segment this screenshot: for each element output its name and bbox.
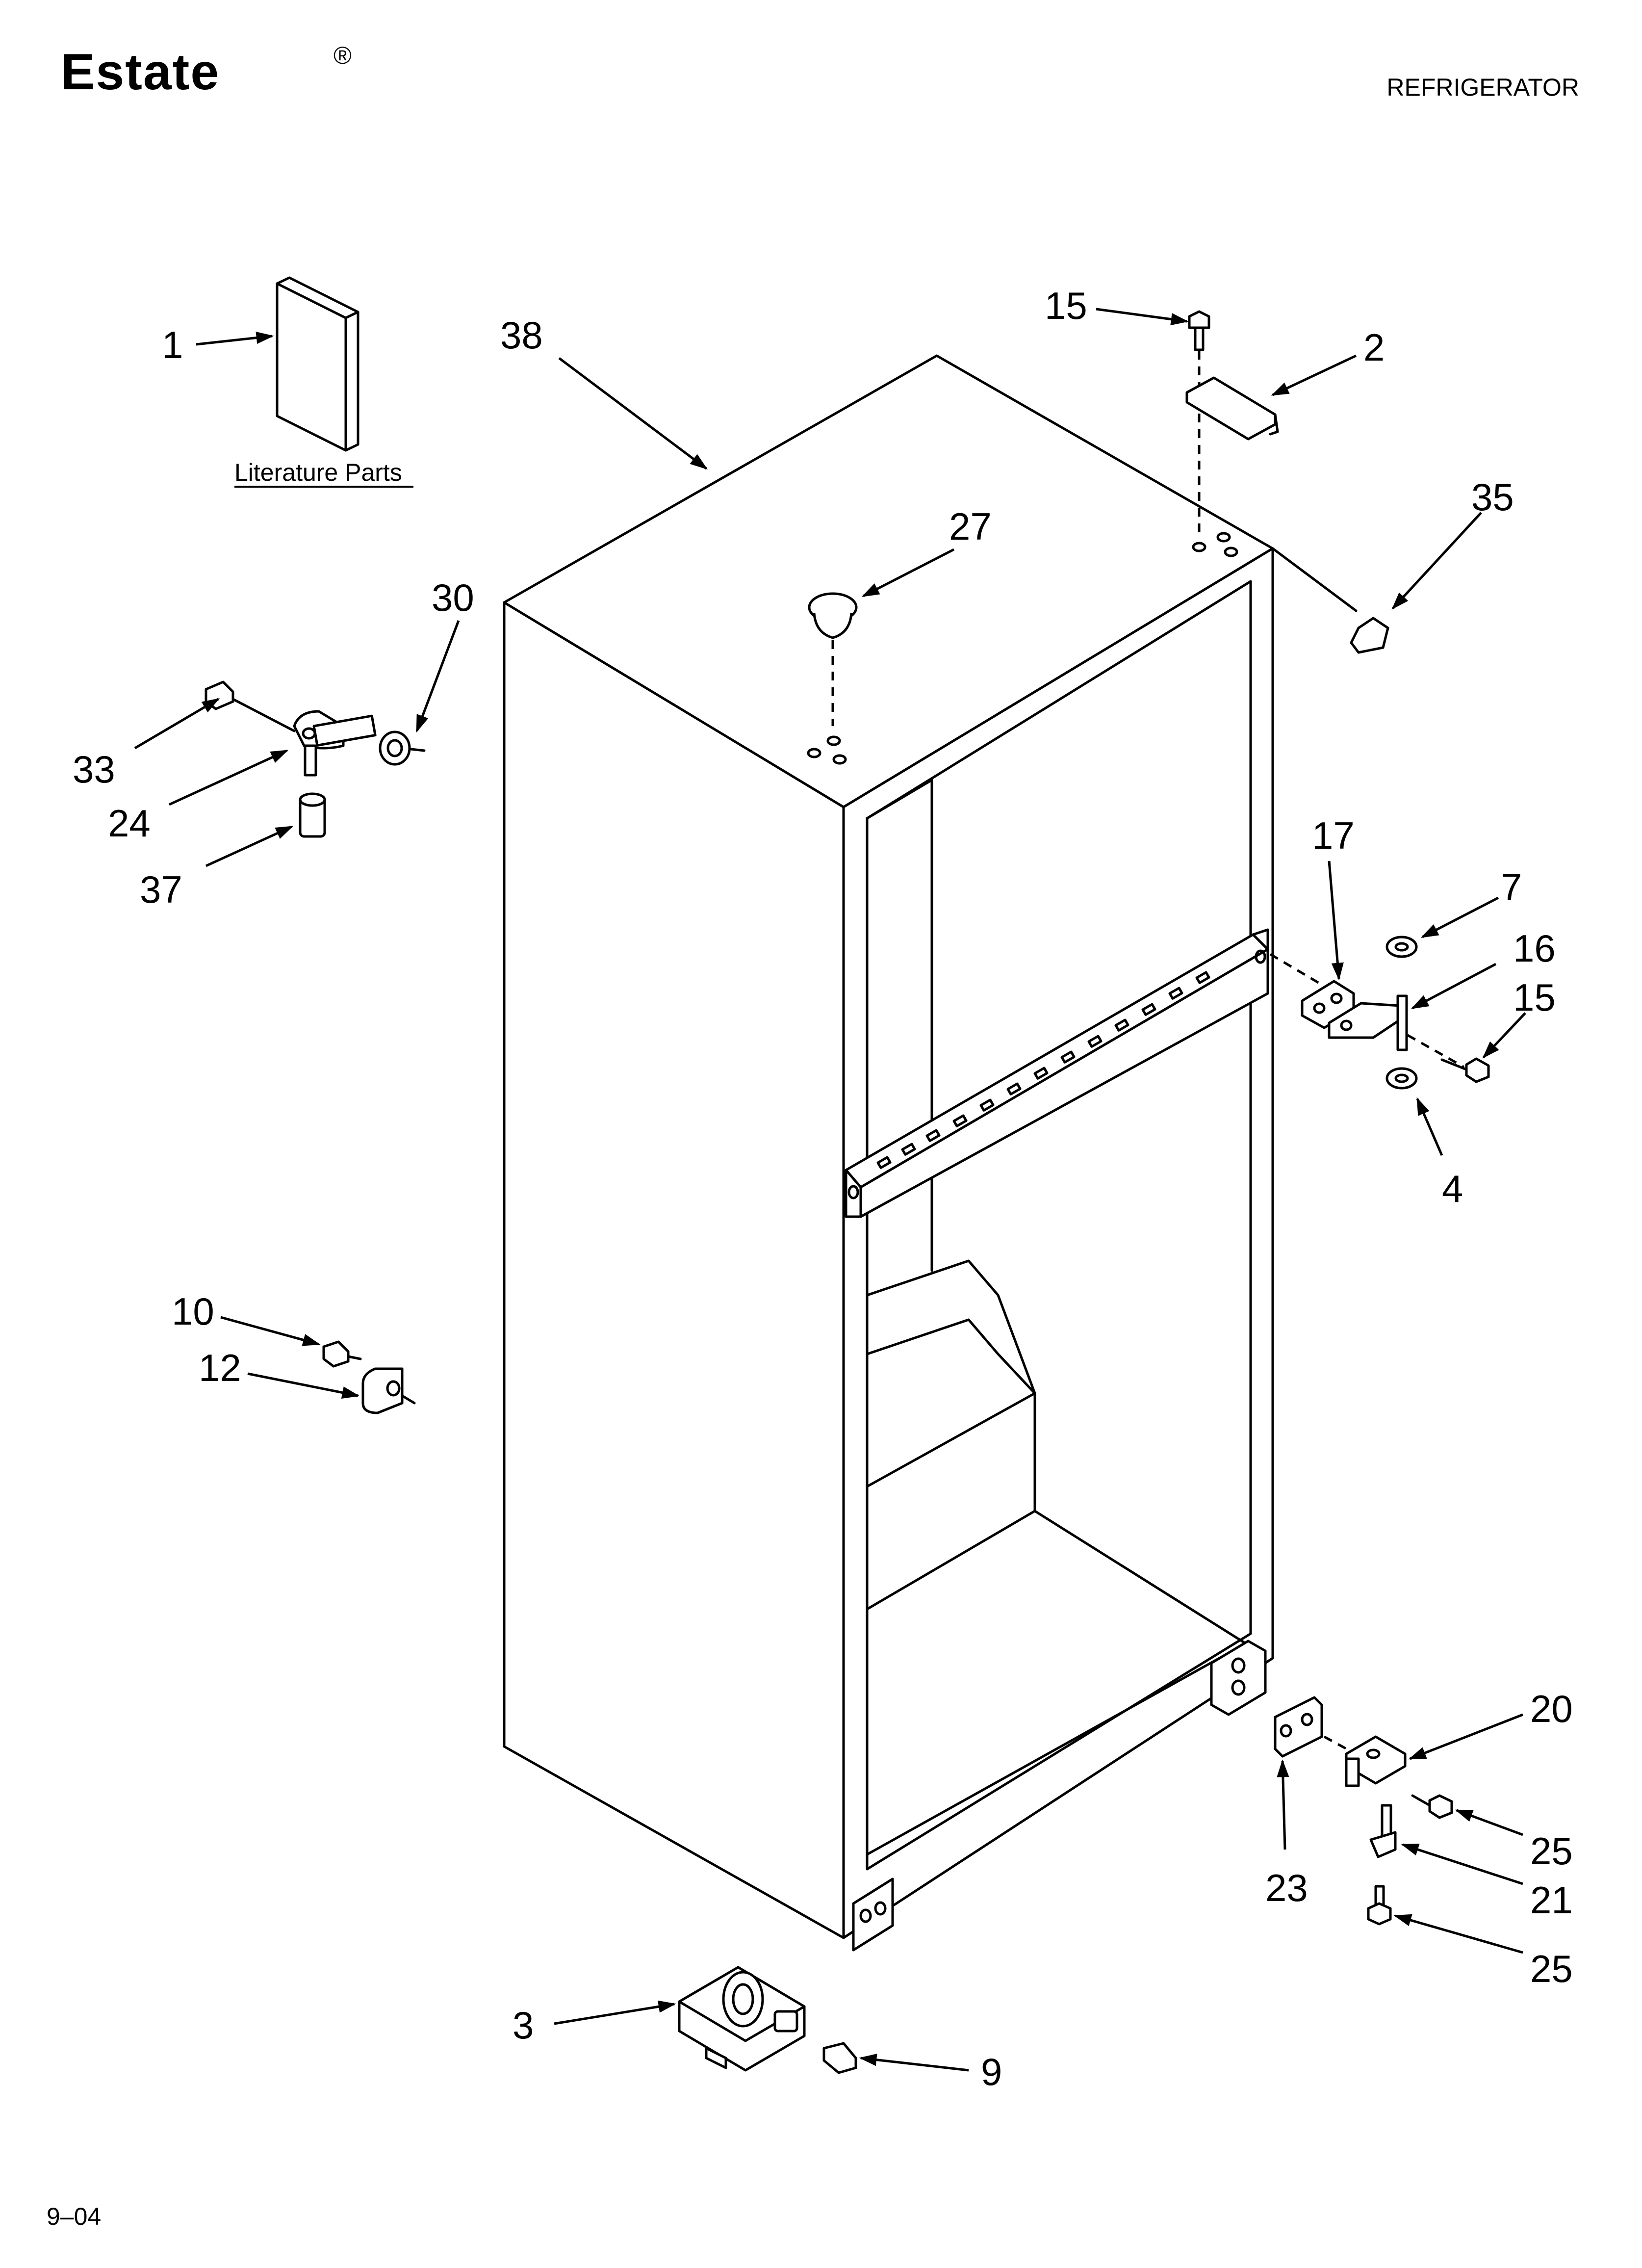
callout-3: 3 bbox=[513, 2004, 534, 2047]
brand-logo: Estate bbox=[61, 44, 220, 101]
top-hinge-assembly bbox=[1185, 310, 1389, 654]
callout-15-mid: 15 bbox=[1513, 976, 1556, 1019]
literature-booklet bbox=[276, 276, 359, 452]
callout-numbers: 1 38 15 2 35 27 30 33 24 37 17 7 16 15 4… bbox=[73, 284, 1573, 2093]
callout-27: 27 bbox=[949, 505, 992, 548]
refrigerator-cabinet bbox=[503, 354, 1274, 1952]
callout-37: 37 bbox=[140, 868, 182, 911]
callout-24: 24 bbox=[108, 802, 151, 845]
callout-33: 33 bbox=[73, 748, 115, 791]
callout-38: 38 bbox=[500, 313, 543, 357]
callout-1: 1 bbox=[162, 323, 183, 366]
mullion-rail-slots bbox=[876, 971, 1210, 1169]
callout-12: 12 bbox=[199, 1346, 241, 1389]
upper-left-hinge-assembly bbox=[205, 680, 426, 838]
date-code: 9–04 bbox=[47, 2203, 101, 2230]
callout-30: 30 bbox=[432, 576, 474, 619]
callout-35: 35 bbox=[1471, 475, 1514, 519]
callout-4: 4 bbox=[1442, 1167, 1463, 1210]
callout-21: 21 bbox=[1530, 1878, 1573, 1922]
callout-23: 23 bbox=[1265, 1866, 1308, 1909]
category-title: REFRIGERATOR bbox=[1386, 74, 1579, 101]
literature-parts-label: Literature Parts bbox=[234, 459, 402, 486]
callout-25-upper: 25 bbox=[1530, 1829, 1573, 1873]
callout-20: 20 bbox=[1530, 1687, 1573, 1730]
callout-7: 7 bbox=[1501, 865, 1522, 909]
callout-9: 9 bbox=[981, 2050, 1002, 2093]
brand-registered-mark: ® bbox=[334, 42, 352, 69]
callout-2: 2 bbox=[1363, 326, 1385, 369]
lower-hinge-assembly bbox=[1274, 1696, 1453, 1926]
callout-17: 17 bbox=[1312, 814, 1355, 857]
callout-leaders bbox=[134, 308, 1526, 2072]
plug-part-27 bbox=[808, 592, 858, 726]
roller-assembly bbox=[678, 1966, 857, 2074]
callout-16: 16 bbox=[1513, 927, 1556, 970]
middle-hinge-assembly bbox=[1269, 936, 1490, 1090]
mid-left-bracket bbox=[322, 1340, 416, 1414]
callout-25-lower: 25 bbox=[1530, 1947, 1573, 1990]
callout-10: 10 bbox=[172, 1290, 214, 1333]
callout-15-top: 15 bbox=[1045, 284, 1087, 327]
